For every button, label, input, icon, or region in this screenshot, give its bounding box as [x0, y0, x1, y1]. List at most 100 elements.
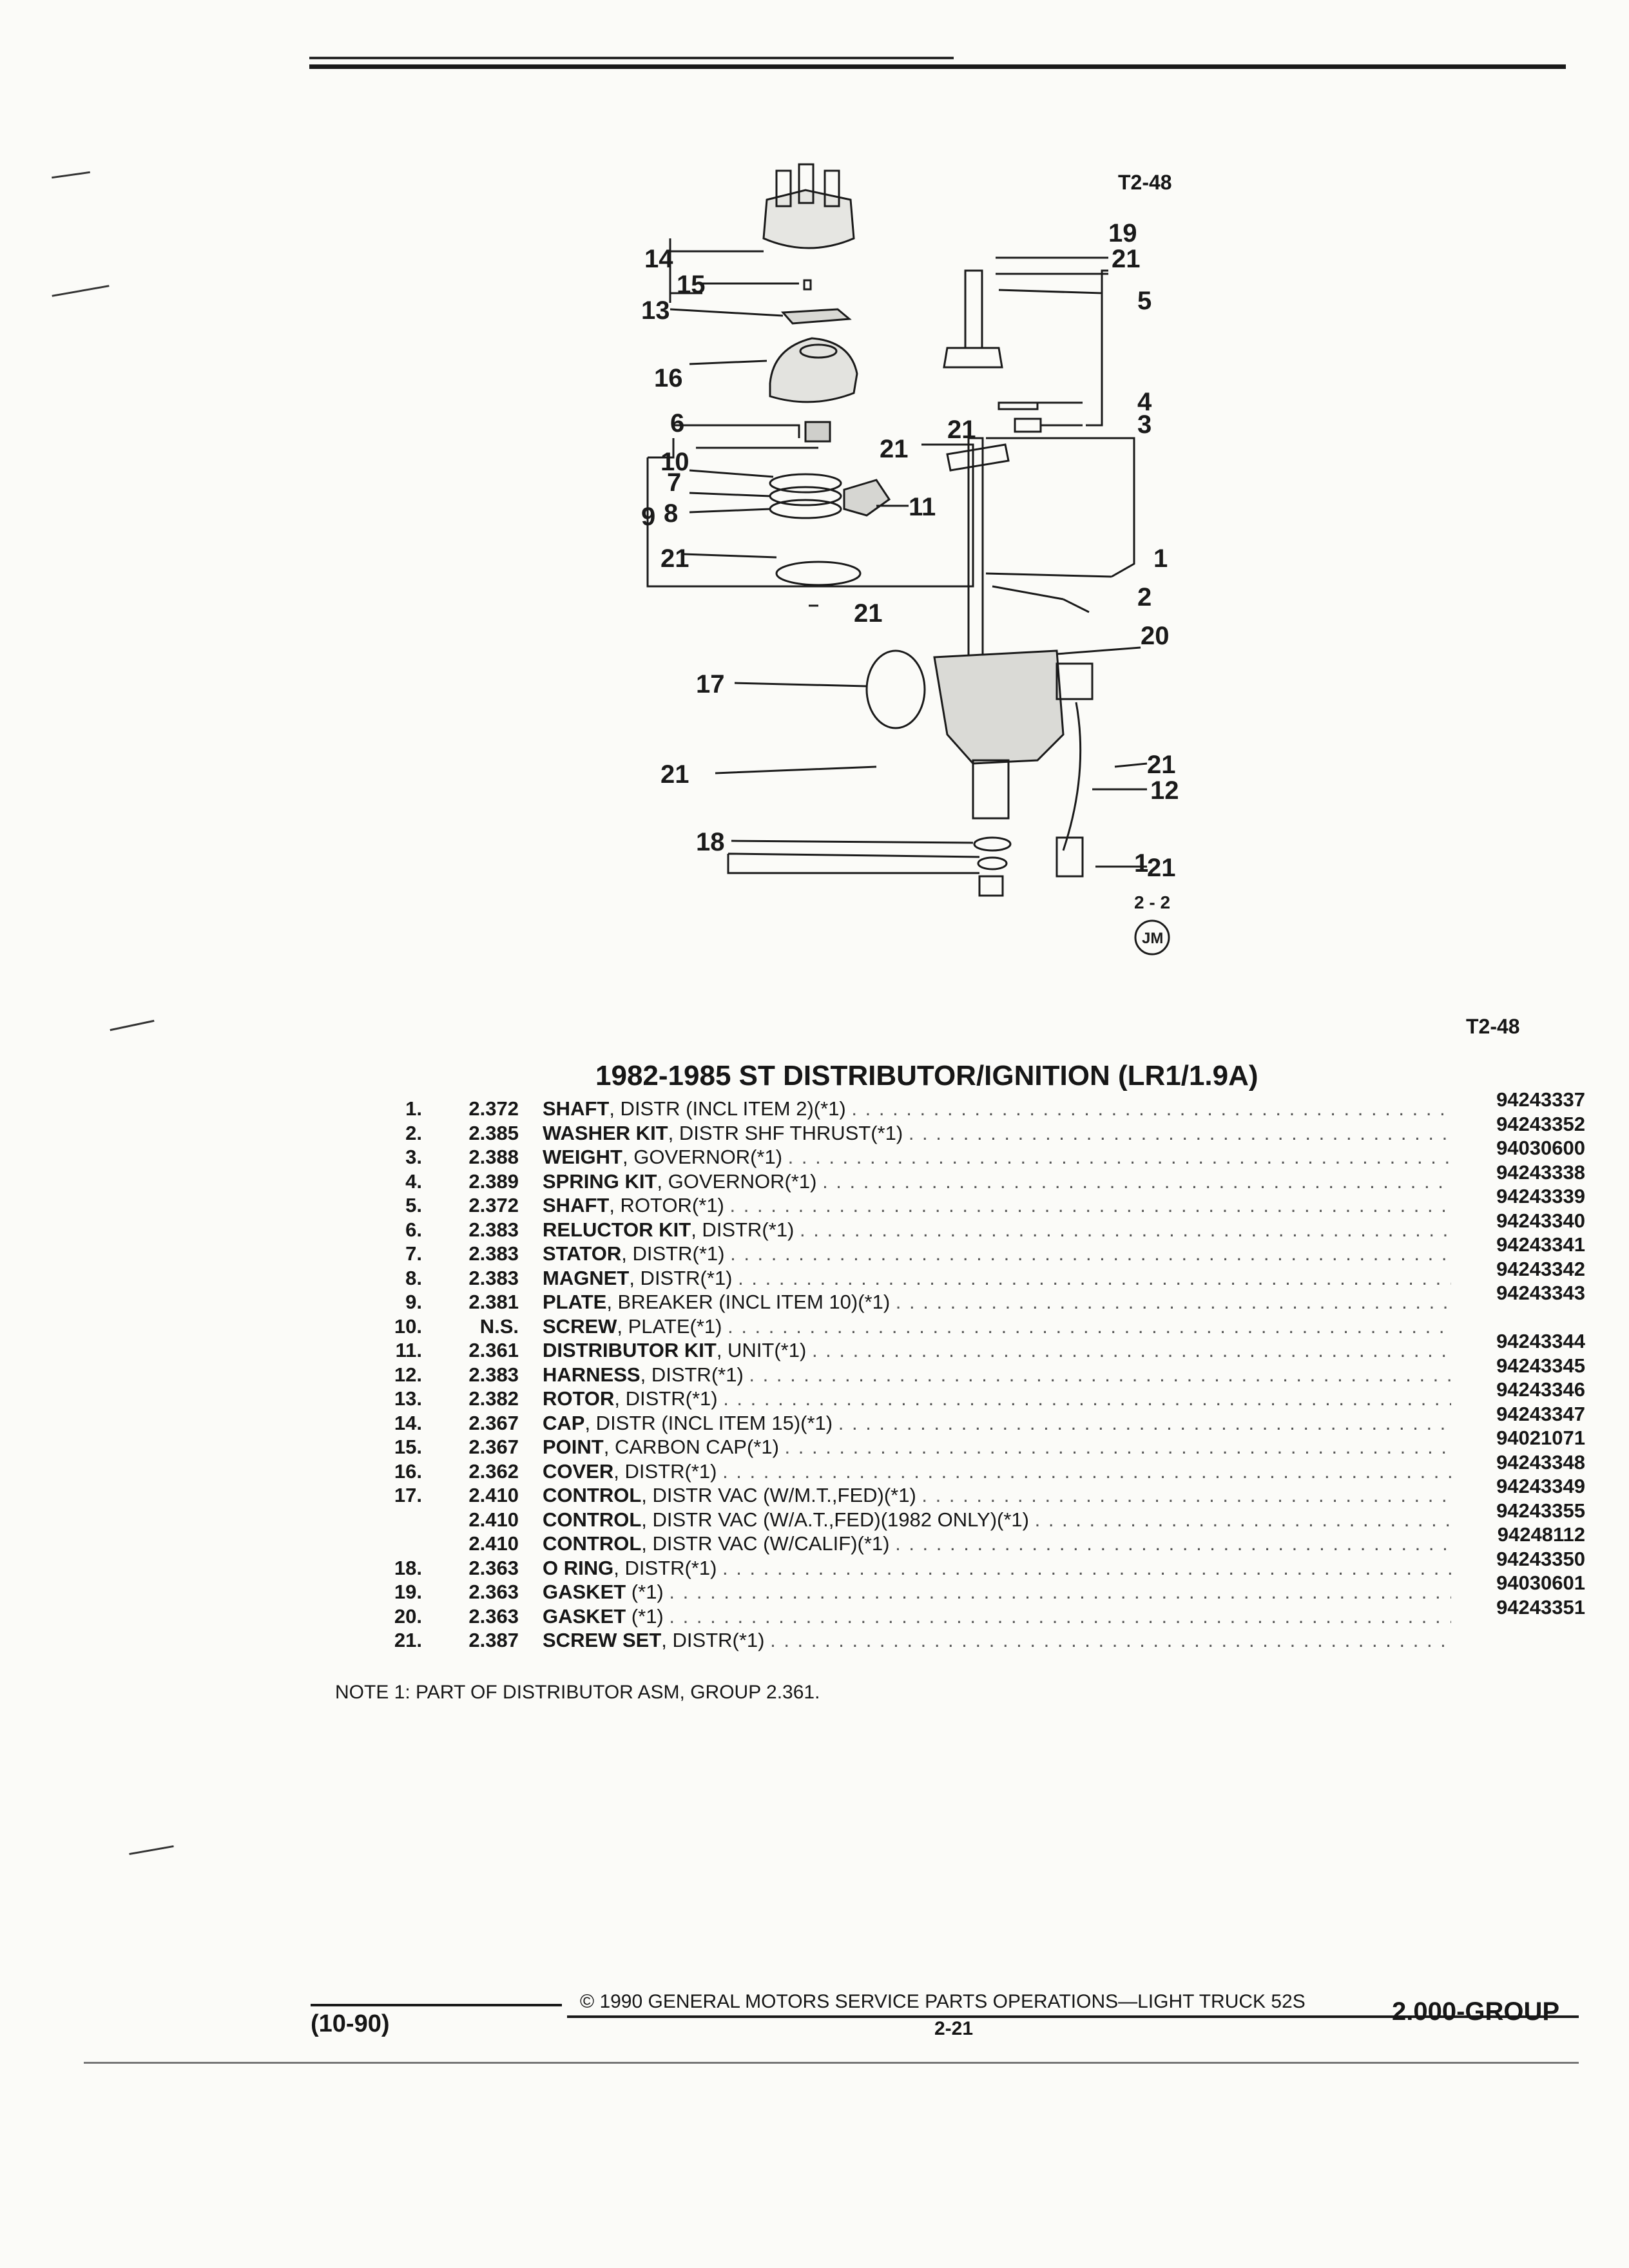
callout-21: 21 — [1112, 245, 1141, 273]
part-number: 94243344 — [1496, 1330, 1585, 1352]
callout-21: 21 — [660, 760, 689, 789]
group-number: 2.372 — [468, 1097, 519, 1120]
part-name: CAP — [543, 1411, 585, 1434]
part-detail: , DISTR(*1) — [613, 1459, 717, 1483]
vacuum-control — [865, 649, 926, 729]
part-name: COVER — [543, 1459, 614, 1483]
item-number: 19. — [394, 1581, 422, 1603]
part-detail: , CARBON CAP(*1) — [603, 1436, 779, 1458]
distributor-housing — [933, 649, 1065, 765]
scan-mark — [52, 171, 90, 179]
item-number: 5. — [405, 1194, 422, 1216]
item-number: 11. — [395, 1339, 422, 1361]
part-description: RELUCTOR KIT, DISTR(*1) . . . . . . . . … — [543, 1218, 1451, 1242]
part-name: CONTROL — [543, 1484, 642, 1506]
item-number: 9. — [405, 1291, 422, 1313]
dot-leader: . . . . . . . . . . . . . . . . . . . . … — [770, 1629, 1451, 1651]
callout-21: 21 — [1147, 854, 1176, 882]
cap-tower — [775, 169, 792, 207]
governor-plate — [946, 443, 1010, 472]
part-detail: , DISTR(*1) — [661, 1629, 765, 1651]
group-number: 2.381 — [468, 1291, 519, 1313]
reluctor — [804, 421, 831, 443]
part-name: CONTROL — [543, 1532, 642, 1555]
part-number: 94030601 — [1496, 1571, 1585, 1594]
cover-hole — [799, 343, 838, 359]
group-number: 2.361 — [468, 1339, 519, 1361]
dot-leader: . . . . . . . . . . . . . . . . . . . . … — [722, 1556, 1451, 1579]
rotor-shaft-base — [943, 347, 1003, 369]
revision-date: (10-90) — [311, 2010, 390, 2037]
part-number: 94243340 — [1496, 1209, 1585, 1232]
item-number: 21. — [394, 1629, 422, 1651]
harness-connector — [1055, 836, 1084, 878]
scan-mark — [110, 1019, 155, 1032]
item-number: 14. — [394, 1411, 422, 1434]
part-detail: , GOVERNOR(*1) — [622, 1146, 783, 1168]
part-number: 94248112 — [1497, 1523, 1585, 1546]
group-number: 2.363 — [468, 1604, 519, 1628]
carbon-point — [803, 279, 812, 291]
group-number: 2.363 — [468, 1556, 519, 1579]
footnote: NOTE 1: PART OF DISTRIBUTOR ASM, GROUP 2… — [335, 1682, 820, 1703]
part-description: GASKET (*1) . . . . . . . . . . . . . . … — [543, 1604, 1451, 1629]
part-description: CONTROL, DISTR VAC (W/CALIF)(*1) . . . .… — [543, 1532, 1451, 1556]
item-number: 12. — [394, 1363, 422, 1386]
part-number: 94243351 — [1496, 1595, 1585, 1619]
scan-mark — [129, 1845, 174, 1856]
item-number: 10. — [394, 1314, 422, 1338]
item-number: 15. — [394, 1436, 422, 1458]
group-number: 2.372 — [468, 1194, 519, 1216]
part-name: SPRING KIT — [543, 1169, 657, 1193]
part-name: MAGNET — [543, 1266, 630, 1289]
group-number: 2.383 — [468, 1266, 519, 1289]
part-name: SCREW — [543, 1314, 617, 1338]
connector — [1055, 662, 1094, 700]
part-description: CAP, DISTR (INCL ITEM 15)(*1) . . . . . … — [543, 1411, 1451, 1436]
callout-21: 21 — [947, 416, 976, 444]
part-number: 94243350 — [1496, 1547, 1585, 1570]
item-number: 17. — [394, 1484, 422, 1506]
part-name: WEIGHT — [543, 1146, 622, 1168]
part-description: WASHER KIT, DISTR SHF THRUST(*1) . . . .… — [543, 1121, 1451, 1146]
dot-leader: . . . . . . . . . . . . . . . . . . . . … — [908, 1121, 1451, 1144]
dot-leader: . . . . . . . . . . . . . . . . . . . . … — [728, 1314, 1451, 1338]
dot-leader: . . . . . . . . . . . . . . . . . . . . … — [738, 1266, 1451, 1289]
callout-1: 1 — [1153, 544, 1168, 573]
dot-leader: . . . . . . . . . . . . . . . . . . . . … — [921, 1484, 1451, 1506]
dot-leader: . . . . . . . . . . . . . . . . . . . . … — [723, 1387, 1451, 1410]
breaker-plate — [775, 561, 862, 586]
group-number: 2.383 — [468, 1218, 519, 1241]
rotor — [780, 308, 852, 325]
part-name: SCREW SET — [543, 1629, 662, 1651]
part-detail: , DISTR (INCL ITEM 15)(*1) — [584, 1411, 833, 1434]
part-detail: , DISTR VAC (W/M.T.,FED)(*1) — [641, 1484, 916, 1506]
harness-wire — [1062, 702, 1082, 851]
diagram-stamp: JM — [1142, 930, 1163, 947]
dot-leader: . . . . . . . . . . . . . . . . . . . . … — [800, 1218, 1451, 1241]
part-description: HARNESS, DISTR(*1) . . . . . . . . . . .… — [543, 1363, 1451, 1387]
part-name: GASKET — [543, 1581, 626, 1603]
callout-21: 21 — [880, 435, 909, 463]
part-description: POINT, CARBON CAP(*1) . . . . . . . . . … — [543, 1435, 1451, 1459]
part-description: CONTROL, DISTR VAC (W/A.T.,FED)(1982 ONL… — [543, 1508, 1451, 1532]
group-number: 2.383 — [468, 1363, 519, 1386]
group-number: 2.362 — [468, 1459, 519, 1483]
group-number: 2.367 — [468, 1411, 519, 1434]
top-rule-thin — [309, 57, 954, 59]
part-number: 94243343 — [1496, 1282, 1585, 1304]
part-description: GASKET (*1) . . . . . . . . . . . . . . … — [543, 1580, 1451, 1604]
part-detail: , DISTR (INCL ITEM 2)(*1) — [609, 1097, 846, 1120]
magnet — [769, 499, 842, 519]
part-name: RELUCTOR KIT — [543, 1218, 691, 1241]
dot-leader: . . . . . . . . . . . . . . . . . . . . … — [730, 1242, 1451, 1265]
group-number: 2.367 — [468, 1436, 519, 1458]
group-number: 2.389 — [468, 1169, 519, 1193]
callout-7: 7 — [667, 468, 681, 497]
